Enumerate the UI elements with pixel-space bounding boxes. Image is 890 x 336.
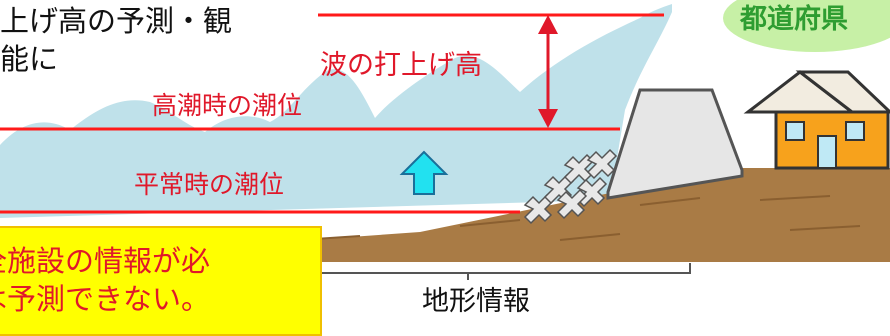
dimension-arrow-icon bbox=[538, 15, 558, 128]
description-line-2: 能に bbox=[0, 42, 59, 76]
wave-runup-height-label: 波の打上げ高 bbox=[320, 50, 482, 81]
wave-dissipating-blocks-icon bbox=[523, 148, 618, 225]
up-arrow-icon bbox=[399, 150, 449, 195]
description-line-1: 上げ高の予測・観 bbox=[0, 4, 233, 38]
seawall-icon bbox=[606, 88, 744, 200]
sea-waves bbox=[0, 4, 672, 218]
warning-callout: 全施設の情報が必 は予測できない。 bbox=[0, 226, 322, 336]
coastal-diagram bbox=[0, 0, 890, 280]
ground bbox=[0, 168, 890, 262]
terrain-info-label: 地形情報 bbox=[422, 286, 530, 317]
normal-tide-level-label: 平常時の潮位 bbox=[134, 170, 285, 199]
prefecture-label: 都道府県 bbox=[740, 4, 848, 35]
prefecture-bubble bbox=[723, 0, 890, 52]
callout-line-2: は予測できない。 bbox=[0, 282, 211, 316]
description-text: 上げ高の予測・観 能に bbox=[0, 2, 232, 78]
high-tide-level-label: 高潮時の潮位 bbox=[152, 91, 303, 120]
callout-line-1: 全施設の情報が必 bbox=[0, 244, 211, 278]
house-icon bbox=[743, 70, 890, 170]
